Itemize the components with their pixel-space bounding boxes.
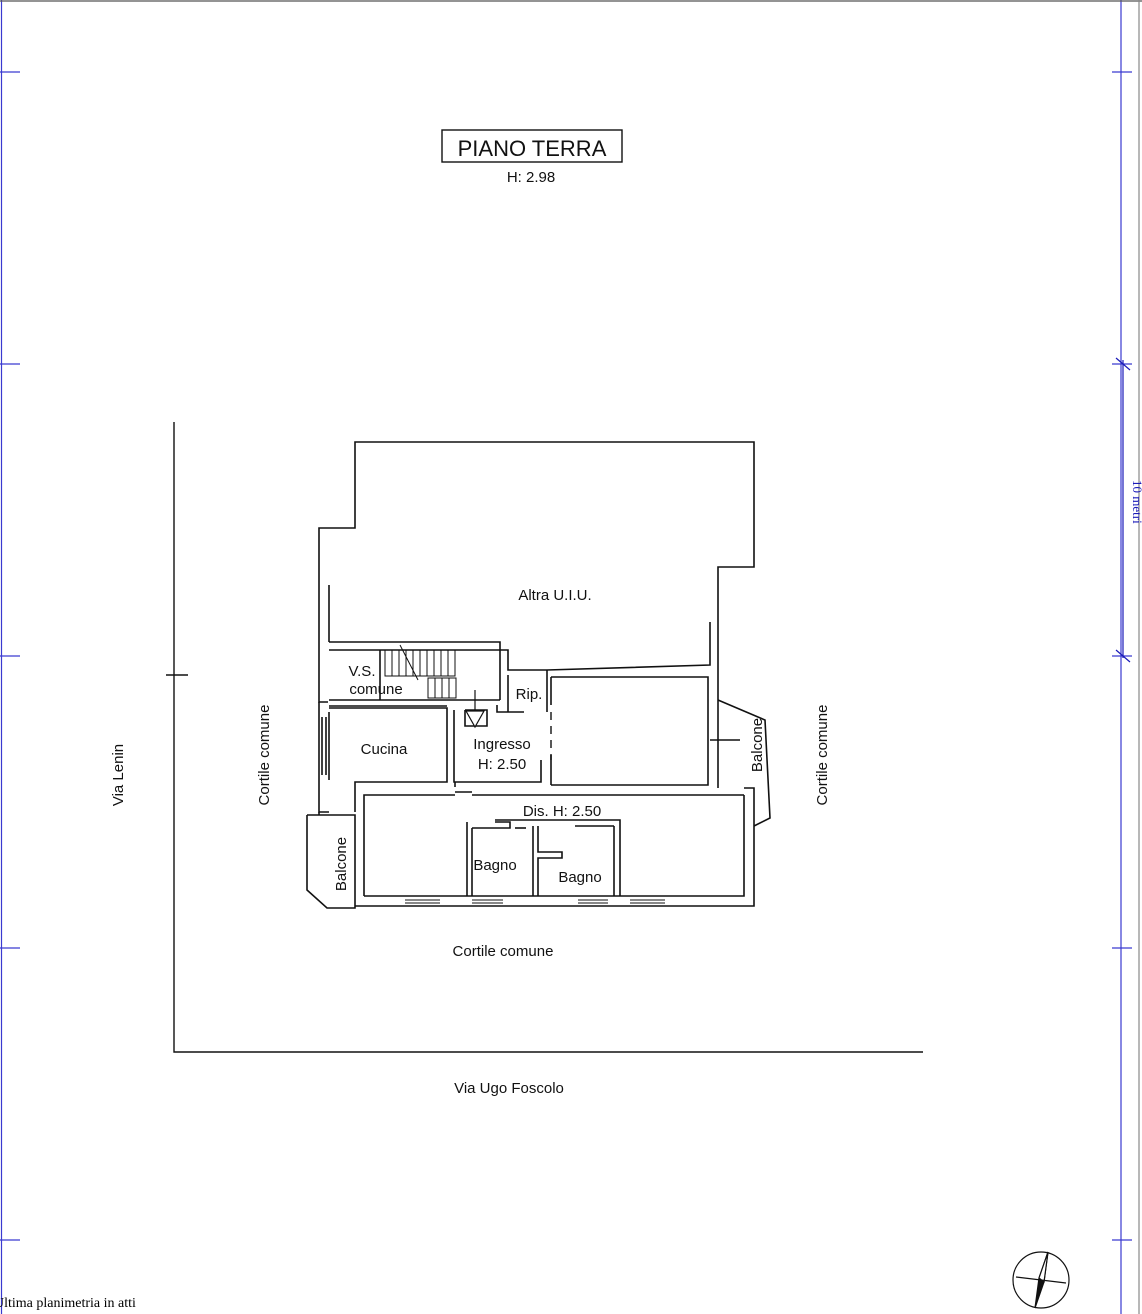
windows (405, 899, 665, 904)
room-ingresso-height: H: 2.50 (478, 756, 526, 773)
footer-note: Ultima planimetria in atti (0, 1296, 136, 1311)
street-via-lenin: Via Lenin (110, 744, 127, 806)
floor-height: H: 2.98 (507, 169, 555, 186)
scale-bar (1115, 357, 1131, 663)
street-via-ugo-foscolo: Via Ugo Foscolo (454, 1080, 564, 1097)
room-disimpegno: Dis. H: 2.50 (523, 803, 601, 820)
property-boundary (166, 422, 923, 1053)
cortile-left: Cortile comune (256, 705, 273, 806)
floor-title: PIANO TERRA (458, 136, 607, 161)
room-ingresso: Ingresso (473, 736, 531, 753)
room-bagno-2: Bagno (558, 869, 601, 886)
north-arrow-icon (1012, 1251, 1070, 1309)
room-balcone-right: Balcone (749, 718, 766, 772)
entrance-arrow-icon (464, 690, 486, 729)
room-balcone-left: Balcone (333, 837, 350, 891)
stairs-symbol (384, 644, 457, 699)
cortile-bottom: Cortile comune (453, 943, 554, 960)
title-box (441, 129, 623, 163)
room-cucina: Cucina (361, 741, 408, 758)
cortile-right: Cortile comune (814, 705, 831, 806)
scale-bar-label: 10 metri (1130, 480, 1142, 524)
room-ripostiglio: Rip. (516, 686, 543, 703)
room-altra-uiu: Altra U.I.U. (518, 587, 591, 604)
room-vs-comune-line1: V.S. (349, 663, 376, 680)
room-vs-comune-line2: comune (349, 681, 402, 698)
room-bagno-1: Bagno (473, 857, 516, 874)
building-walls (306, 441, 771, 909)
